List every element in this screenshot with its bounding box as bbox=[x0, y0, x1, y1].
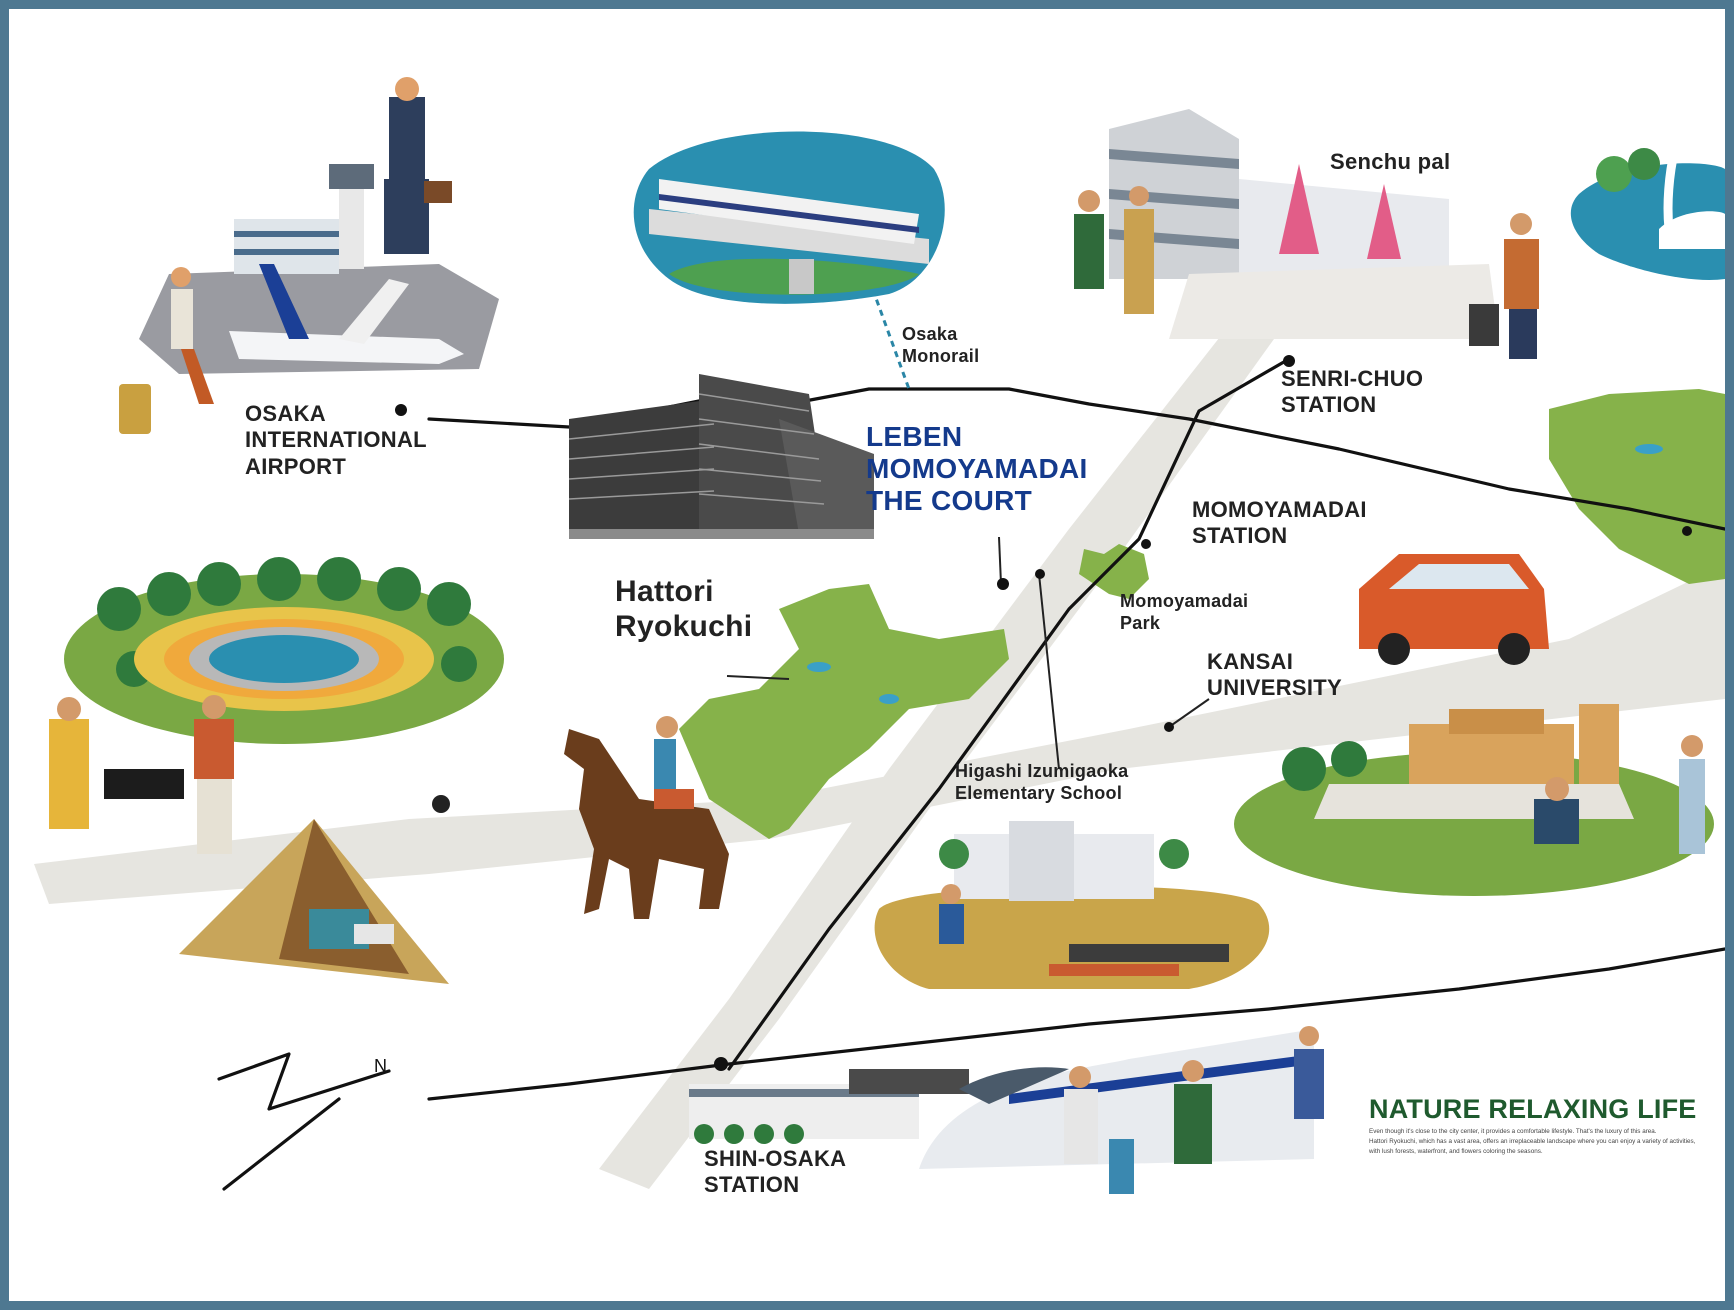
momoyamadai-park bbox=[1079, 544, 1149, 599]
property-dot bbox=[997, 578, 1009, 590]
leader-hattori bbox=[726, 675, 790, 680]
school-illustration bbox=[874, 821, 1270, 989]
tagline-line-1: Even though it's close to the city cente… bbox=[1369, 1128, 1657, 1135]
tagline-title: NATURE RELAXING LIFE bbox=[1369, 1094, 1697, 1124]
label-momoyamadai-station: MOMOYAMADAI STATION bbox=[1192, 497, 1367, 549]
kansai-university-illustration bbox=[1234, 704, 1714, 896]
tagline-line-3: with lush forests, waterfront, and flowe… bbox=[1369, 1148, 1543, 1156]
label-senri-chuo-station: SENRI-CHUO STATION bbox=[1281, 366, 1424, 418]
green-areas bbox=[679, 389, 1725, 839]
monorail-dotted bbox=[867, 278, 911, 390]
monorail-illustration bbox=[633, 131, 945, 304]
swan-pond-illustration bbox=[1570, 104, 1725, 280]
compass-arrow bbox=[217, 1052, 391, 1191]
tagline-block: NATURE RELAXING LIFE Even though it's cl… bbox=[1369, 1094, 1719, 1157]
car-illustration bbox=[1359, 554, 1549, 665]
pond-1 bbox=[807, 662, 831, 672]
airport-dot bbox=[395, 404, 407, 416]
east-dot bbox=[1682, 526, 1692, 536]
tagline-line-2: Hattori Ryokuchi, which has a vast area,… bbox=[1369, 1138, 1696, 1146]
school-dot bbox=[1035, 569, 1045, 579]
fountain-park-illustration bbox=[49, 557, 504, 854]
shin-osaka-dot bbox=[714, 1057, 728, 1071]
senchu-pal-illustration bbox=[1074, 109, 1539, 359]
label-shin-osaka-station: SHIN-OSAKA STATION bbox=[704, 1146, 847, 1198]
label-property-name: LEBEN MOMOYAMADAI THE COURT bbox=[866, 421, 1088, 517]
label-momoyamadai-park: Momoyamadai Park bbox=[1120, 591, 1249, 633]
leader-lines bbox=[726, 536, 1210, 770]
road-diagonal bbox=[599, 319, 1274, 1189]
rail-tokaido bbox=[427, 947, 1725, 1101]
pond-2 bbox=[879, 694, 899, 704]
label-osaka-international-airport: OSAKA INTERNATIONAL AIRPORT bbox=[245, 401, 427, 479]
horse-rider-illustration bbox=[564, 716, 729, 919]
area-map: N bbox=[34, 77, 1725, 1194]
tent-illustration bbox=[179, 819, 449, 984]
leader-property bbox=[998, 536, 1002, 585]
label-senchu-pal: Senchu pal bbox=[1330, 149, 1451, 174]
senri-chuo-dot bbox=[1283, 355, 1295, 367]
leader-school bbox=[1038, 573, 1060, 770]
label-kansai-university: KANSAI UNIVERSITY bbox=[1207, 649, 1343, 701]
label-osaka-monorail: Osaka Monorail bbox=[902, 324, 980, 366]
pond-3 bbox=[1635, 444, 1663, 454]
rail-lines bbox=[217, 357, 1725, 1191]
hattori-ryokuchi-park bbox=[679, 584, 1009, 839]
kansai-dot bbox=[1164, 722, 1174, 732]
road-cross-lower bbox=[34, 564, 1725, 904]
leader-kansai bbox=[1168, 698, 1210, 728]
senri-green bbox=[1549, 389, 1725, 584]
label-hattori-ryokuchi: Hattori Ryokuchi bbox=[615, 575, 753, 643]
rail-midosuji bbox=[727, 357, 1291, 1071]
ponds bbox=[807, 444, 1663, 704]
airport-illustration bbox=[119, 77, 499, 434]
station-dots bbox=[395, 355, 1692, 1071]
label-elementary-school: Higashi Izumigaoka Elementary School bbox=[955, 761, 1129, 803]
momoyamadai-station-dot bbox=[1141, 539, 1151, 549]
property-building bbox=[568, 374, 874, 539]
roads bbox=[34, 319, 1725, 1189]
compass-north-label: N bbox=[374, 1056, 387, 1076]
shin-osaka-illustration bbox=[689, 1026, 1324, 1194]
